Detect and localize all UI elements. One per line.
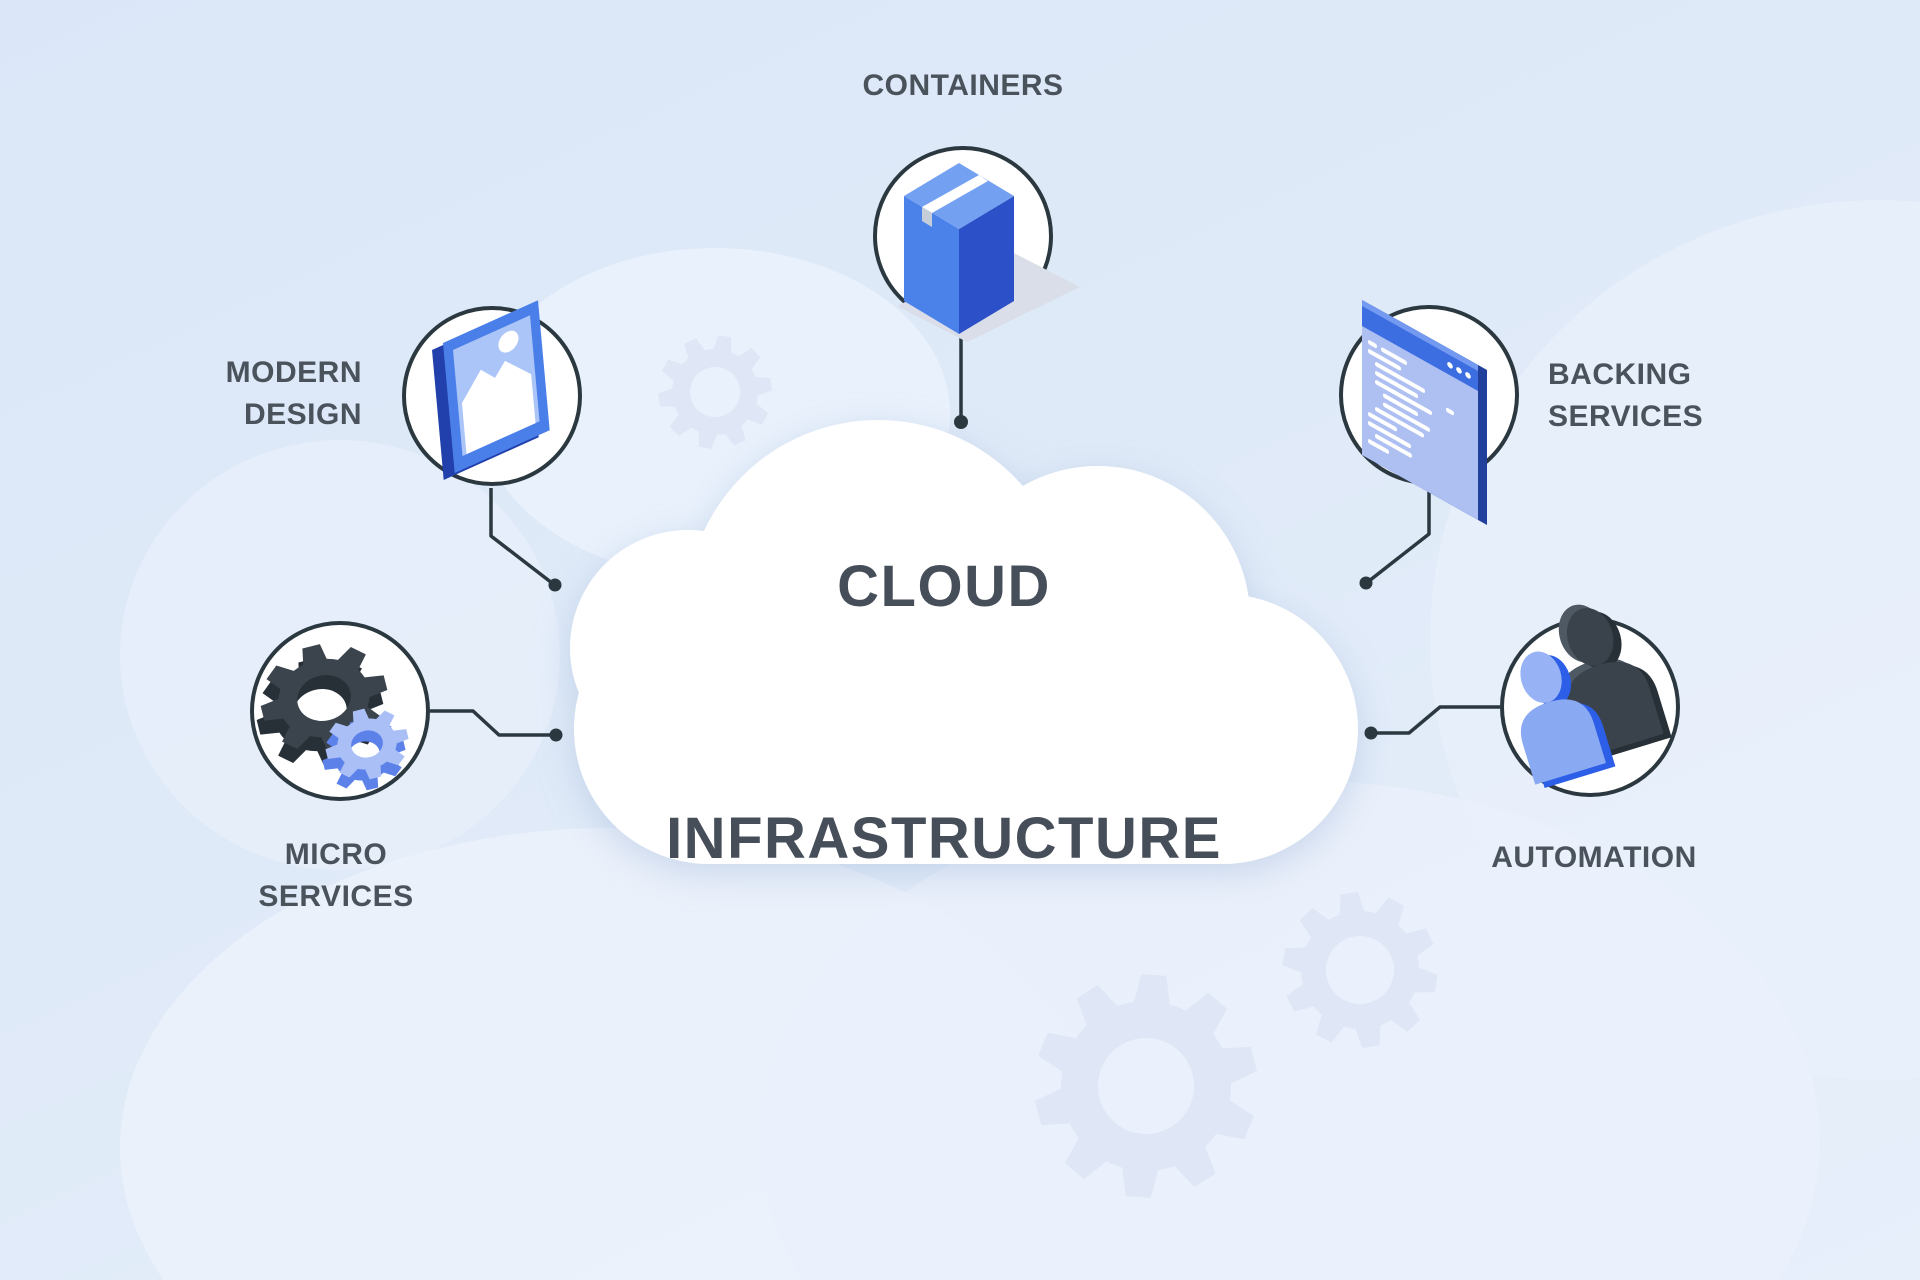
connector-backing-services <box>1367 487 1431 583</box>
label-automation: AUTOMATION <box>1491 841 1697 874</box>
diagram-title-line2: INFRASTRUCTURE <box>666 806 1222 871</box>
connector-dot <box>549 728 563 742</box>
node-circle-backing-services <box>1339 305 1519 485</box>
connector-dot <box>548 578 562 592</box>
connector-dot <box>1364 726 1378 740</box>
node-circle-micro-services <box>250 621 430 801</box>
connector-dot <box>1359 576 1373 590</box>
node-circle-modern-design <box>402 306 582 486</box>
connector-dot <box>954 415 968 429</box>
diagram-title: CLOUD INFRASTRUCTURE <box>666 461 1222 881</box>
diagram-title-line1: CLOUD <box>837 554 1051 619</box>
label-backing-services: BACKING SERVICES <box>1548 358 1704 433</box>
label-containers: CONTAINERS <box>862 69 1064 102</box>
node-circle-containers <box>873 146 1053 326</box>
node-circle-automation <box>1500 617 1680 797</box>
label-micro-services: MICRO SERVICES <box>258 838 414 913</box>
label-modern-design: MODERN DESIGN <box>225 356 362 431</box>
